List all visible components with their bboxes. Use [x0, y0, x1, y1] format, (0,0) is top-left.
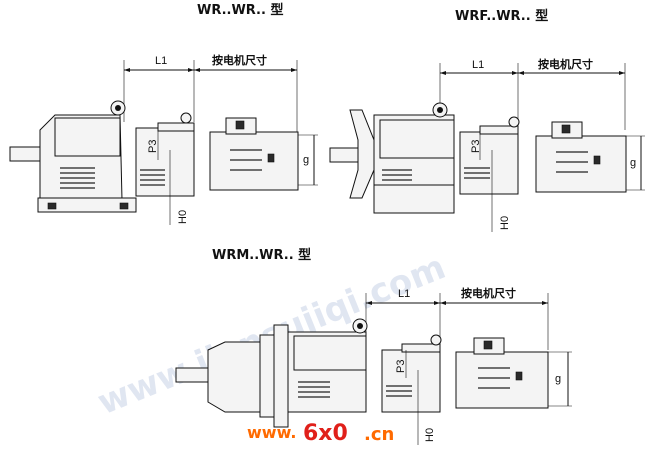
drawing-wrf: WRF..WR.. 型 L1 按电机尺寸 P3 H0 — [329, 8, 645, 232]
dim-p3: P3 — [147, 140, 159, 153]
dim-l1: L1 — [155, 55, 167, 67]
logo-main: 6x0 — [303, 421, 348, 446]
dim-p3: P3 — [470, 140, 482, 153]
dim-h0: H0 — [177, 210, 189, 224]
logo-prefix: www. — [247, 423, 296, 442]
drawing-title: WRM..WR.. 型 — [212, 247, 311, 263]
dim-h0: H0 — [499, 216, 511, 230]
drawing-wrm: WRM..WR.. 型 L1 按电机尺寸 P3 H0 — [175, 247, 572, 445]
dim-g: g — [630, 157, 636, 169]
dim-l1: L1 — [472, 59, 484, 71]
dim-motor-size: 按电机尺寸 — [538, 57, 593, 71]
dim-motor-size: 按电机尺寸 — [461, 286, 516, 300]
dim-h0: H0 — [424, 428, 436, 442]
drawing-title: WR..WR.. 型 — [197, 2, 283, 18]
dim-l1: L1 — [398, 288, 410, 300]
dim-g: g — [303, 154, 309, 166]
site-logo: www. 6x0 .cn — [247, 421, 394, 446]
dim-g: g — [555, 373, 561, 385]
dim-p3: P3 — [395, 360, 407, 373]
drawing-wr: WR..WR.. 型 L1 按电机尺寸 — [9, 2, 318, 225]
logo-suffix: .cn — [364, 424, 394, 445]
dim-motor-size: 按电机尺寸 — [212, 53, 267, 67]
drawing-title: WRF..WR.. 型 — [455, 8, 548, 24]
